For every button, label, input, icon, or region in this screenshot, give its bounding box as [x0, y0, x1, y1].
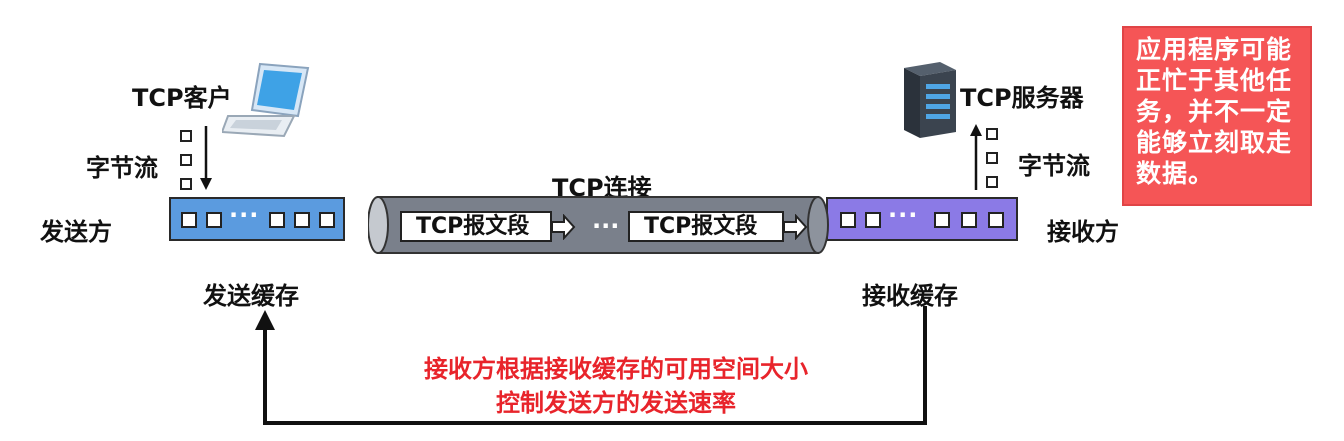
tcp-segment-1: TCP报文段	[400, 211, 552, 242]
byte-square	[986, 176, 998, 188]
tcp-segment-1-label: TCP报文段	[416, 214, 530, 239]
buffer-ellipsis: ···	[888, 201, 919, 229]
tcp-segment-2-label: TCP报文段	[644, 214, 758, 239]
buffer-cell	[319, 212, 335, 228]
buffer-cell	[840, 212, 856, 228]
flow-control-text-line2: 控制发送方的发送速率	[496, 389, 736, 417]
buffer-cell	[961, 212, 977, 228]
tcp-segment-2: TCP报文段	[628, 211, 784, 242]
buffer-cell	[988, 212, 1004, 228]
segment-arrow-icon	[783, 214, 808, 240]
byte-stream-left-label: 字节流	[86, 154, 158, 182]
down-arrow-icon	[200, 126, 212, 190]
byte-square	[986, 128, 998, 140]
send-buffer-label: 发送缓存	[203, 282, 299, 310]
byte-square	[180, 154, 192, 166]
server-icon	[904, 62, 956, 138]
buffer-ellipsis: ···	[229, 201, 260, 229]
buffer-cell	[206, 212, 222, 228]
tcp-client-label: TCP客户	[132, 84, 232, 112]
byte-stream-right-label: 字节流	[1018, 152, 1090, 180]
buffer-cell	[294, 212, 310, 228]
send-buffer: ···	[169, 197, 345, 241]
recv-buffer-label: 接收缓存	[862, 282, 958, 310]
note-box: 应用程序可能正忙于其他任务，并不一定能够立刻取走数据。	[1122, 26, 1312, 206]
flow-control-text: 接收方根据接收缓存的可用空间大小 控制发送方的发送速率	[386, 352, 846, 420]
segment-arrow-icon	[551, 214, 576, 240]
buffer-cell	[934, 212, 950, 228]
laptop-icon	[222, 62, 310, 138]
flow-control-feedback-arrow	[255, 306, 927, 425]
tcp-server-label: TCP服务器	[960, 84, 1084, 112]
byte-square	[180, 130, 192, 142]
buffer-cell	[865, 212, 881, 228]
buffer-cell	[269, 212, 285, 228]
receiver-label: 接收方	[1047, 218, 1119, 246]
sender-label: 发送方	[40, 218, 112, 246]
recv-buffer: ···	[826, 197, 1018, 241]
buffer-cell	[181, 212, 197, 228]
segment-ellipsis: ···	[592, 212, 620, 240]
flow-control-text-line1: 接收方根据接收缓存的可用空间大小	[424, 355, 808, 383]
up-arrow-icon	[970, 124, 982, 190]
note-text: 应用程序可能正忙于其他任务，并不一定能够立刻取走数据。	[1136, 35, 1293, 188]
byte-square	[986, 152, 998, 164]
byte-square	[180, 178, 192, 190]
